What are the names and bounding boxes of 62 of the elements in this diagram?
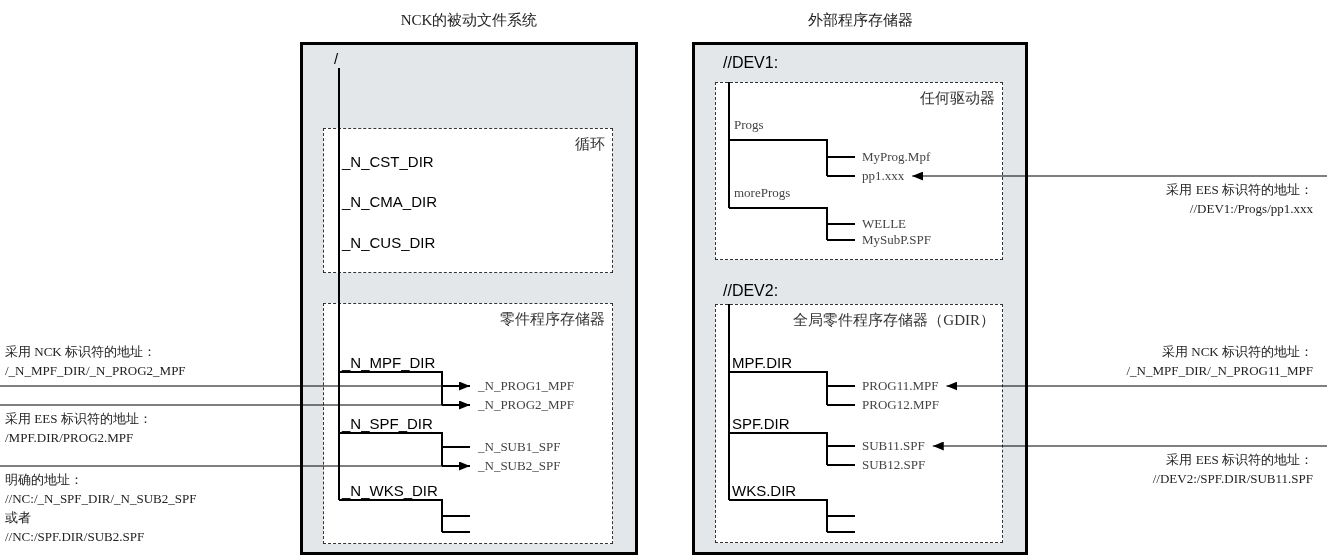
file-label: PROG12.MPF bbox=[854, 397, 945, 413]
file-label: pp1.xxx bbox=[854, 168, 911, 184]
tree-line bbox=[338, 432, 471, 467]
folder-label: _N_SPF_DIR bbox=[339, 415, 433, 433]
note-heading: 采用 EES 标识符的地址： bbox=[1166, 451, 1313, 469]
note-heading: 明确的地址： bbox=[5, 471, 83, 489]
tree-line bbox=[728, 207, 856, 241]
tree-line bbox=[728, 139, 856, 177]
file-label: MyProg.Mpf bbox=[854, 149, 937, 165]
tree-line bbox=[338, 499, 471, 533]
note-heading: 采用 NCK 标识符的地址： bbox=[1162, 343, 1313, 361]
folder-label: Progs bbox=[729, 117, 764, 140]
arrow bbox=[932, 441, 1327, 451]
address-path: //DEV1:/Progs/pp1.xxx bbox=[1189, 200, 1313, 218]
folder-label: WKS.DIR bbox=[729, 482, 797, 500]
region-label: 任何驱动器 bbox=[920, 89, 995, 108]
file-label: SUB12.SPF bbox=[854, 457, 932, 473]
folder-label: _N_MPF_DIR bbox=[339, 354, 436, 372]
file-label: WELLE bbox=[854, 216, 913, 232]
drive-label: //DEV2: bbox=[723, 281, 779, 301]
folder-label: _N_CST_DIR bbox=[339, 153, 434, 171]
file-label: MySubP.SPF bbox=[854, 232, 938, 248]
arrow bbox=[945, 381, 1327, 391]
address-path: /MPF.DIR/PROG2.MPF bbox=[5, 429, 134, 447]
note-heading: 或者 bbox=[5, 509, 31, 527]
arrow bbox=[0, 400, 471, 410]
folder-label: _N_CUS_DIR bbox=[339, 234, 436, 252]
arrow bbox=[911, 171, 1327, 181]
file-label: _N_SUB1_SPF bbox=[470, 439, 567, 455]
file-label: PROG11.MPF bbox=[854, 378, 945, 394]
region-label: 循环 bbox=[575, 135, 605, 154]
note-heading: 采用 NCK 标识符的地址： bbox=[5, 343, 156, 361]
address-path: /_N_MPF_DIR/_N_PROG2_MPF bbox=[5, 362, 186, 380]
tree-line bbox=[728, 371, 856, 406]
folder-label: moreProgs bbox=[729, 185, 791, 208]
tree-line bbox=[728, 499, 856, 533]
panel-title: 外部程序存储器 bbox=[806, 11, 914, 30]
address-path: //NC:/SPF.DIR/SUB2.SPF bbox=[5, 528, 145, 546]
note-heading: 采用 EES 标识符的地址： bbox=[1166, 181, 1313, 199]
region-label: 零件程序存储器 bbox=[500, 310, 605, 329]
file-label: _N_PROG1_MPF bbox=[470, 378, 581, 394]
folder-label: _N_CMA_DIR bbox=[339, 193, 438, 211]
folder-label: _N_WKS_DIR bbox=[339, 482, 438, 500]
tree-line bbox=[728, 81, 730, 209]
file-label: _N_SUB2_SPF bbox=[470, 458, 567, 474]
tree-line bbox=[728, 432, 856, 466]
address-path: //NC:/_N_SPF_DIR/_N_SUB2_SPF bbox=[5, 490, 197, 508]
folder-label: MPF.DIR bbox=[729, 354, 792, 372]
file-label: SUB11.SPF bbox=[854, 438, 931, 454]
address-path: /_N_MPF_DIR/_N_PROG11_MPF bbox=[1126, 362, 1313, 380]
folder-label: SPF.DIR bbox=[729, 415, 790, 433]
region-label: 全局零件程序存储器（GDIR） bbox=[793, 311, 995, 330]
address-path: //DEV2:/SPF.DIR/SUB11.SPF bbox=[1152, 470, 1313, 488]
arrow bbox=[0, 381, 471, 391]
root-label: / bbox=[334, 50, 339, 68]
arrow bbox=[0, 461, 471, 471]
note-heading: 采用 EES 标识符的地址： bbox=[5, 410, 152, 428]
tree-line bbox=[338, 67, 340, 501]
tree-line bbox=[728, 303, 730, 501]
file-label: _N_PROG2_MPF bbox=[470, 397, 581, 413]
drive-label: //DEV1: bbox=[723, 53, 779, 73]
panel-title: NCK的被动文件系统 bbox=[399, 11, 539, 30]
